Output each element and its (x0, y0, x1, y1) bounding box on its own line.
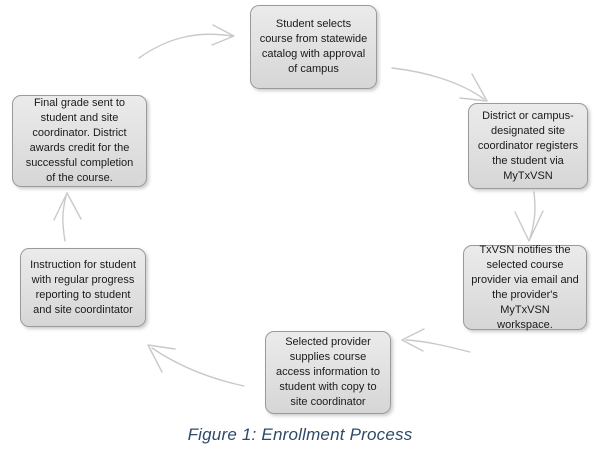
node-provider-supplies-access-label: Selected provider supplies course access… (276, 336, 380, 408)
node-site-coordinator-registers[interactable]: District or campus-designated site coord… (468, 103, 588, 189)
figure-caption: Figure 1: Enrollment Process (187, 425, 413, 444)
arrow-register-to-notify (514, 191, 544, 242)
node-student-selects-course[interactable]: Student selects course from statewide ca… (250, 5, 377, 89)
node-instruction-with-progress-reporting-label: Instruction for student with regular pro… (30, 258, 136, 316)
arrow-notify-to-provider (401, 328, 471, 353)
node-instruction-with-progress-reporting[interactable]: Instruction for student with regular pro… (20, 248, 146, 327)
node-provider-supplies-access[interactable]: Selected provider supplies course access… (265, 331, 391, 414)
node-final-grade-sent[interactable]: Final grade sent to student and site coo… (12, 95, 147, 187)
node-txvsn-notifies-provider[interactable]: TxVSN notifies the selected course provi… (463, 243, 587, 331)
arrow-instruct-to-grade (53, 192, 82, 242)
arrow-student-to-register (391, 67, 488, 102)
arrow-grade-to-student (138, 24, 235, 59)
node-final-grade-sent-label: Final grade sent to student and site coo… (25, 97, 134, 184)
arrow-provider-to-instruct (147, 344, 245, 387)
node-txvsn-notifies-provider-label: TxVSN notifies the selected course provi… (471, 243, 579, 331)
node-student-selects-course-label: Student selects course from statewide ca… (259, 18, 368, 75)
node-site-coordinator-registers-label: District or campus-designated site coord… (477, 109, 579, 182)
